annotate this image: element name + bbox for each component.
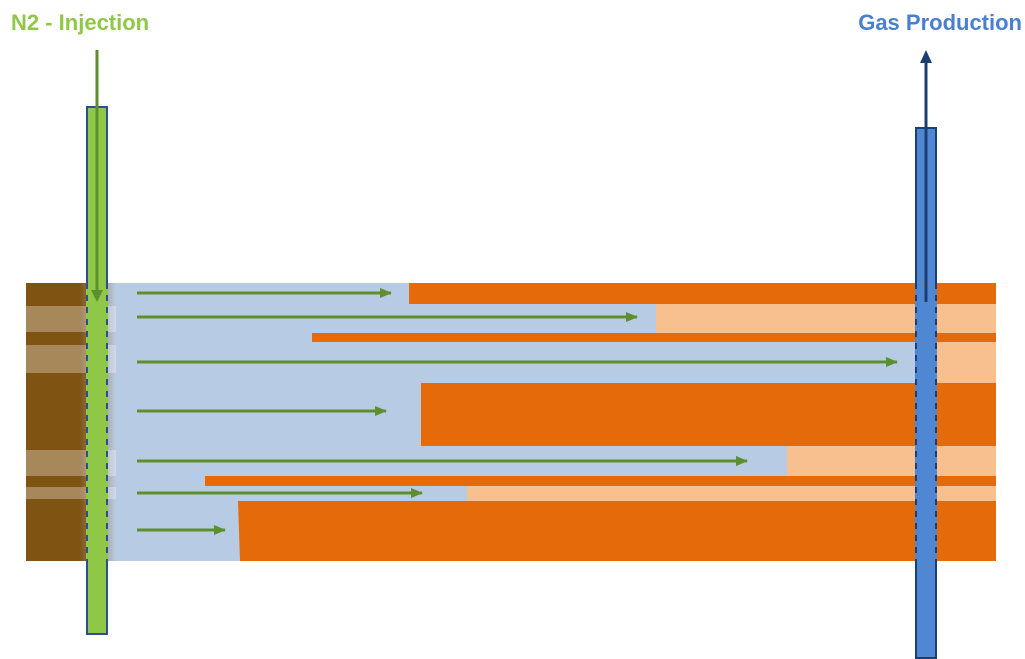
light-layer-4 (467, 486, 996, 501)
production-label: Gas Production (858, 10, 1022, 35)
coal-layer-3 (421, 383, 996, 446)
coal-layer-2 (312, 333, 996, 342)
light-layer-3 (787, 446, 996, 476)
production-well (915, 127, 937, 659)
coal-layer-1 (409, 283, 996, 304)
arrow-up-icon (920, 50, 932, 302)
flow-arrows (137, 288, 898, 535)
coal-layer-5 (238, 501, 996, 561)
injection-label: N2 - Injection (11, 10, 150, 35)
coal-layer-4 (205, 476, 996, 486)
coal-layers (205, 283, 996, 561)
light-layer-1 (656, 304, 996, 333)
injection-well (86, 106, 108, 635)
arrow-down-icon (91, 50, 103, 302)
